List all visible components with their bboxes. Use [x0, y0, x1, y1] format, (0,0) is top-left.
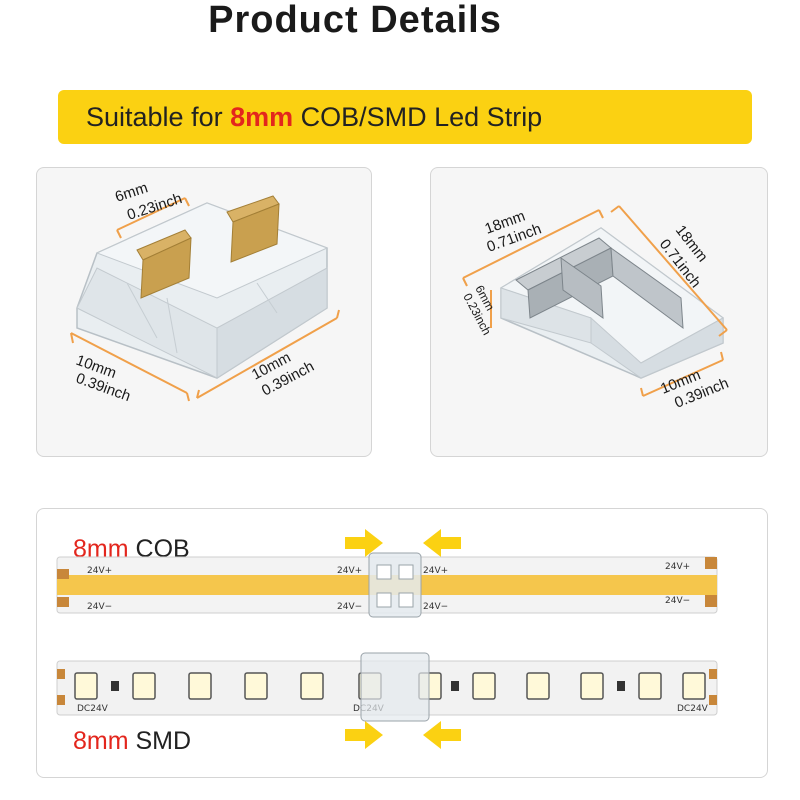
l-connector-card: 18mm 0.71inch 18mm 0.71inch 6mm 0.23inch… — [430, 167, 768, 457]
cob-minus-label-left: 24V− — [87, 602, 112, 612]
straight-connector-card: 6mm 0.23inch 10mm 0.39inch 10mm 0.39inch — [36, 167, 372, 457]
cob-plus-label-right-mid: 24V+ — [423, 566, 448, 576]
banner-text: Suitable for 8mm COB/SMD Led Strip — [86, 102, 542, 133]
smd-strip-label: 8mm SMD — [73, 727, 191, 756]
cob-minus-label-right-mid: 24V− — [423, 602, 448, 612]
arrow-left-icon-bottom — [423, 721, 461, 749]
arrow-left-icon — [423, 529, 461, 557]
cob-plus-label-right: 24V+ — [665, 562, 690, 572]
arrow-right-icon — [345, 529, 383, 557]
cob-plus-label-mid: 24V+ — [337, 566, 362, 576]
strip-compatibility-card: 8mm COB 8mm SMD 24V+ 24V− 24V+ 24V− 24V+… — [36, 508, 768, 778]
smd-type: SMD — [128, 727, 192, 755]
cob-plus-label-left: 24V+ — [87, 566, 112, 576]
banner-prefix: Suitable for — [86, 102, 231, 132]
cob-minus-label-mid: 24V− — [337, 602, 362, 612]
smd-strip: DC24V DC24V DC24V — [56, 652, 718, 722]
page-title: Product Details — [208, 0, 502, 41]
cob-minus-label-right: 24V− — [665, 596, 690, 606]
smd-dc-label-left: DC24V — [77, 704, 109, 714]
straight-connector-illustration: 6mm 0.23inch 10mm 0.39inch 10mm 0.39inch — [70, 179, 340, 405]
l-connector-illustration: 18mm 0.71inch 18mm 0.71inch 6mm 0.23inch… — [460, 205, 731, 412]
strips-illustration: 24V+ 24V− 24V+ 24V− 24V+ 24V− 24V+ 24V− — [56, 529, 718, 749]
compatibility-banner: Suitable for 8mm COB/SMD Led Strip — [58, 90, 752, 144]
banner-highlight: 8mm — [230, 102, 294, 132]
smd-dc-label-right: DC24V — [677, 704, 709, 714]
banner-suffix: COB/SMD Led Strip — [293, 102, 543, 132]
smd-size: 8mm — [73, 727, 129, 755]
cob-strip: 24V+ 24V− 24V+ 24V− 24V+ 24V− 24V+ 24V− — [56, 552, 718, 618]
arrow-right-icon-bottom — [345, 721, 383, 749]
